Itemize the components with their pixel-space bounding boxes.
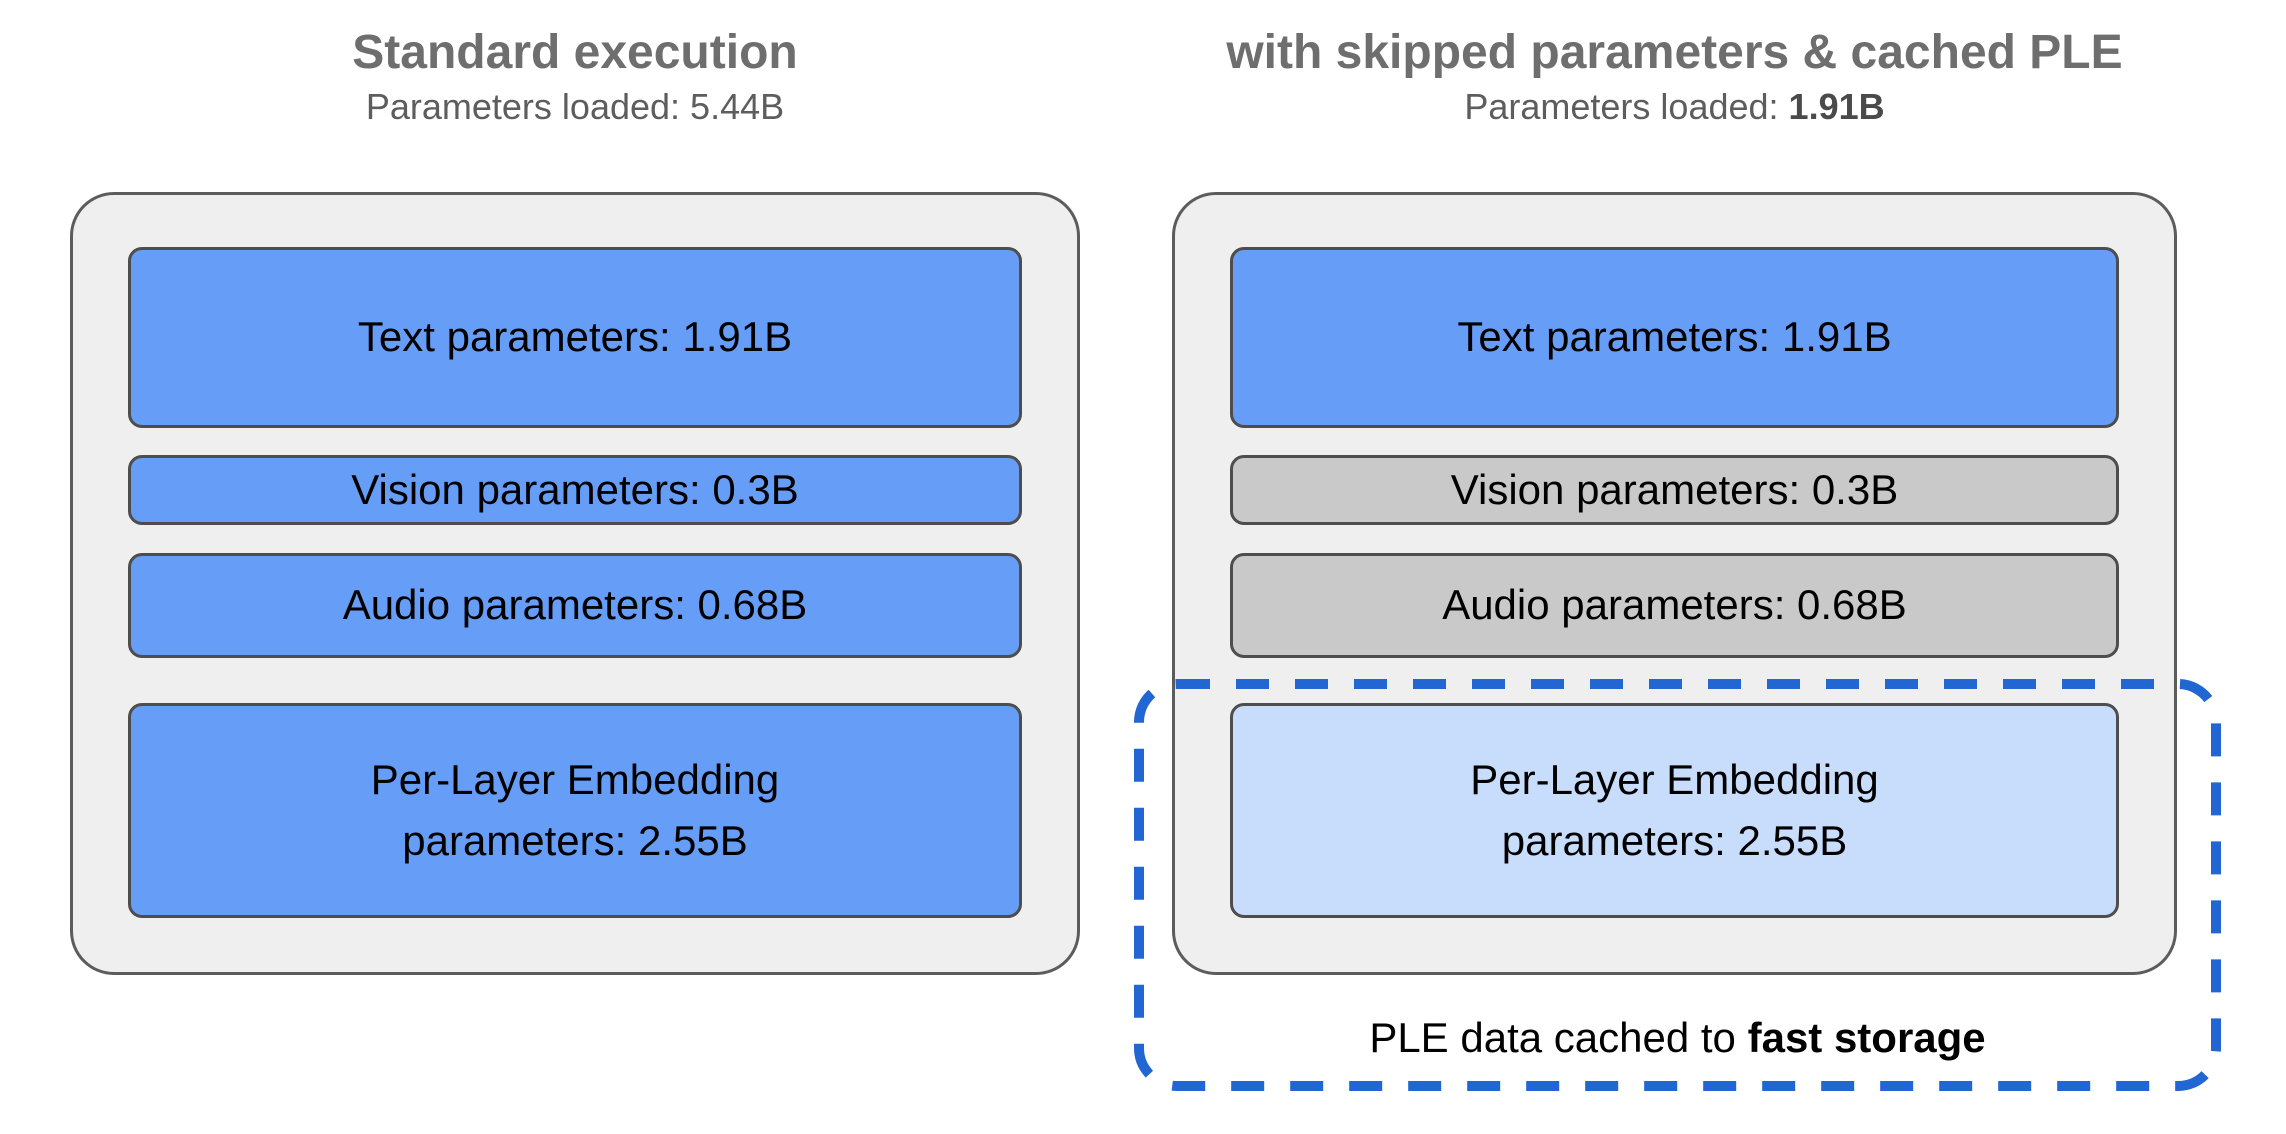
cached-audio-params-box-skipped: Audio parameters: 0.68B — [1230, 553, 2119, 658]
cached-execution-container: Text parameters: 1.91B Vision parameters… — [1172, 192, 2177, 975]
standard-ple-label-line2: parameters: 2.55B — [402, 816, 748, 864]
standard-execution-container: Text parameters: 1.91B Vision parameters… — [70, 192, 1080, 975]
standard-vision-params-label: Vision parameters: 0.3B — [351, 465, 799, 513]
standard-ple-params-label: Per-Layer Embedding parameters: 2.55B — [371, 750, 780, 872]
cached-ple-label-line1: Per-Layer Embedding — [1470, 755, 1879, 803]
ple-cache-dashed-outline — [1134, 679, 2221, 1091]
ple-cache-caption-text: PLE data cached to — [1369, 1014, 1748, 1061]
cached-text-params-box: Text parameters: 1.91B — [1230, 247, 2119, 428]
cached-subtitle-label: Parameters loaded: — [1464, 86, 1789, 127]
cached-audio-params-label: Audio parameters: 0.68B — [1442, 581, 1907, 629]
cached-vision-params-box-skipped: Vision parameters: 0.3B — [1230, 455, 2119, 525]
cached-execution-subtitle: Parameters loaded: 1.91B — [1172, 84, 2177, 130]
standard-text-params-box: Text parameters: 1.91B — [128, 247, 1022, 428]
ple-cache-caption: PLE data cached to fast storage — [1133, 1012, 2222, 1064]
cached-ple-label-line2: parameters: 2.55B — [1501, 816, 1848, 864]
standard-vision-params-box: Vision parameters: 0.3B — [128, 455, 1022, 525]
cached-ple-params-label: Per-Layer Embedding parameters: 2.55B — [1470, 750, 1879, 872]
standard-audio-params-box: Audio parameters: 0.68B — [128, 553, 1022, 658]
standard-execution-title: Standard execution — [352, 26, 798, 79]
cached-subtitle-value: 1.91B — [1788, 86, 1885, 127]
standard-ple-params-box: Per-Layer Embedding parameters: 2.55B — [128, 703, 1022, 918]
standard-subtitle-value: 5.44B — [690, 86, 785, 127]
cached-vision-params-label: Vision parameters: 0.3B — [1450, 465, 1899, 513]
cached-ple-params-box: Per-Layer Embedding parameters: 2.55B — [1230, 703, 2119, 918]
standard-subtitle-label: Parameters loaded: — [365, 86, 691, 127]
standard-text-params-label: Text parameters: 1.91B — [357, 313, 793, 361]
cached-execution-title: with skipped parameters & cached PLE — [1226, 26, 2123, 79]
standard-audio-params-label: Audio parameters: 0.68B — [342, 581, 808, 629]
standard-ple-label-line1: Per-Layer Embedding — [370, 755, 780, 803]
standard-execution-subtitle: Parameters loaded: 5.44B — [70, 84, 1080, 130]
cached-text-params-label: Text parameters: 1.91B — [1457, 313, 1892, 361]
ple-cache-caption-bold-text: fast storage — [1747, 1014, 1986, 1061]
